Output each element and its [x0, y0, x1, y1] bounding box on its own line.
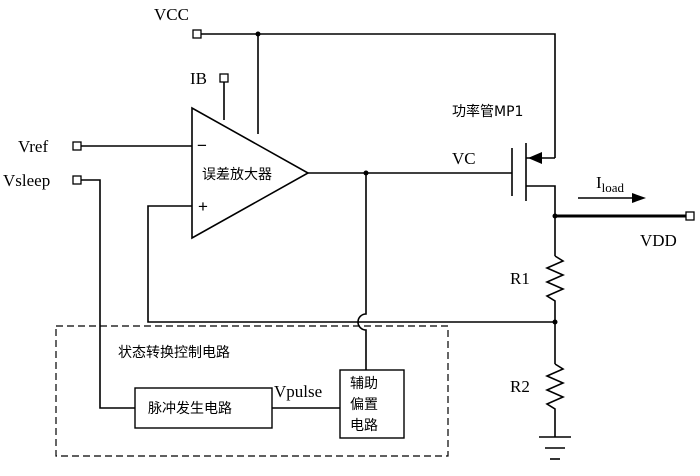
pulse-generator-label: 脉冲发生电路 [148, 401, 232, 417]
vsleep-wire [81, 179, 135, 409]
r1-label: R1 [510, 269, 530, 288]
r2-resistor [545, 363, 565, 437]
vc-label: VC [452, 149, 476, 168]
vref-terminal [72, 141, 82, 151]
state-control-region [55, 325, 449, 457]
aux-bias-label-line1: 辅助 [350, 376, 378, 392]
error-amplifier [191, 106, 310, 240]
vcc-rail [197, 33, 556, 158]
vref-label: Vref [18, 137, 48, 156]
power-tube-label: 功率管MP1 [452, 103, 523, 120]
inverting-input-sign: − [197, 136, 207, 155]
vpulse-label: Vpulse [274, 382, 322, 401]
junction-vdd [552, 213, 558, 219]
vdd-terminal [685, 211, 695, 221]
r1-resistor [545, 255, 565, 364]
iload-main: I [596, 173, 602, 192]
feedback-wire [147, 205, 555, 323]
r2-label: R2 [510, 377, 530, 396]
iload-arrow-head [632, 193, 646, 203]
aux-bias-label-line2: 偏置 [350, 397, 378, 413]
state-control-label: 状态转换控制电路 [118, 344, 230, 361]
vdd-label: VDD [640, 231, 677, 250]
junction-vcc [255, 31, 261, 37]
noninverting-input-sign: + [198, 197, 208, 216]
iload-subscript: load [602, 180, 625, 195]
vc-to-aux-wire [357, 173, 367, 370]
junction-vc [363, 170, 369, 176]
vsleep-label: Vsleep [3, 171, 50, 190]
vcc-label: VCC [154, 5, 189, 24]
ib-terminal [219, 73, 229, 83]
vsleep-terminal [72, 175, 82, 185]
mp1-arrow [528, 152, 542, 164]
amplifier-label: 误差放大器 [202, 167, 272, 183]
iload-label: Iload [596, 173, 625, 195]
vcc-terminal [192, 29, 202, 39]
pulse-generator-box [134, 387, 273, 429]
aux-bias-box [339, 369, 405, 439]
mp1-drain-wire [526, 185, 556, 256]
ib-label: IB [190, 69, 207, 88]
aux-bias-label-line3: 电路 [350, 418, 378, 434]
junction-feedback [552, 319, 558, 325]
